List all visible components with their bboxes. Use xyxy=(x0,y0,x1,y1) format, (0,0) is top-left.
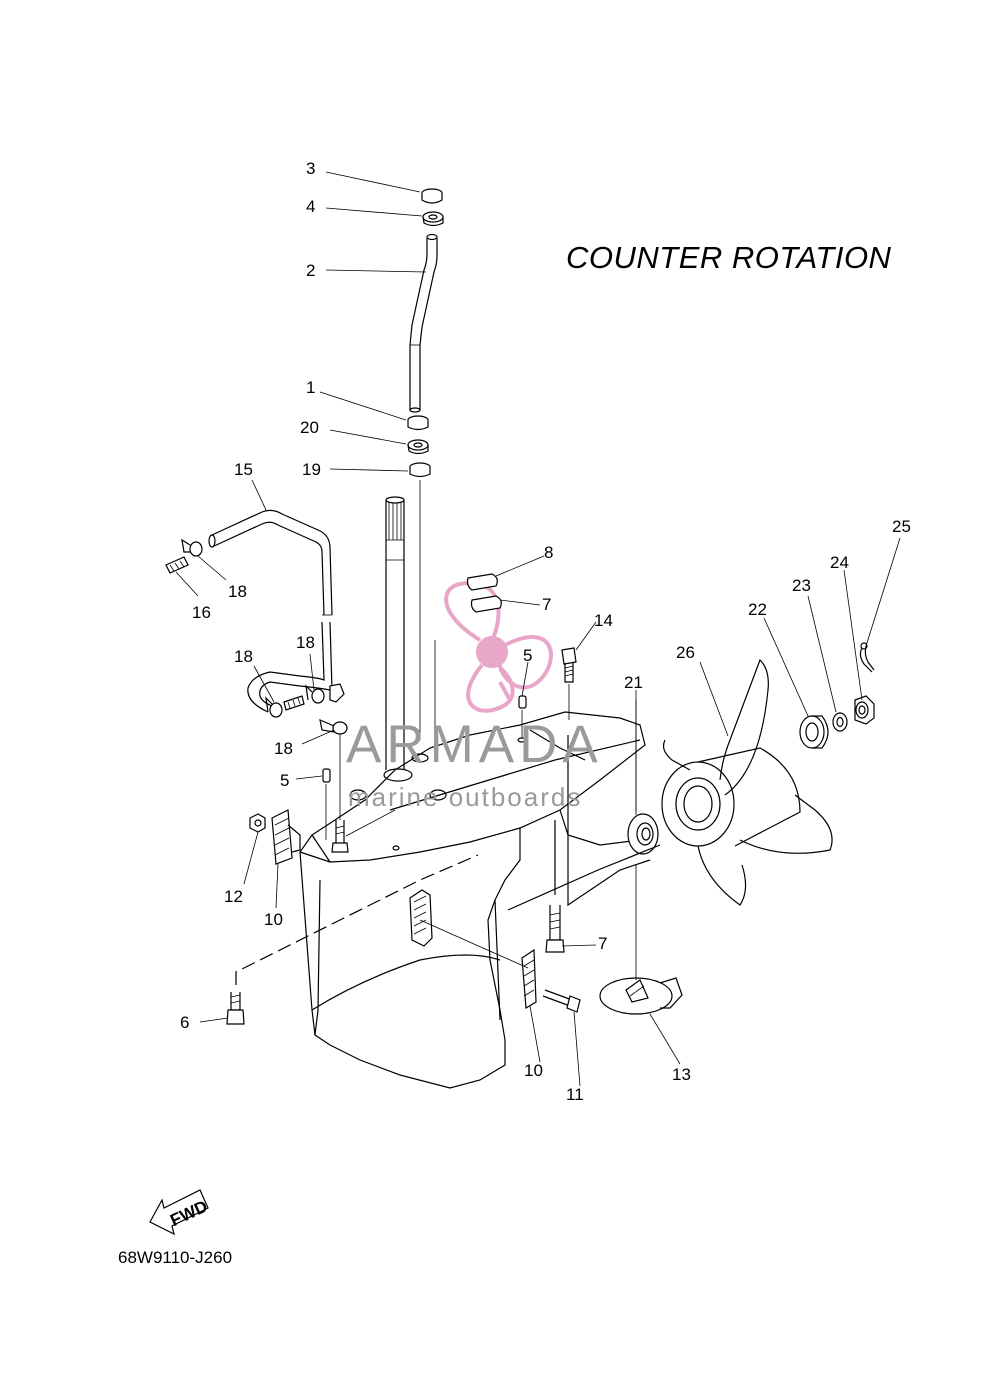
part-10-clip xyxy=(521,948,537,1010)
callout-12: 11 xyxy=(566,1085,584,1104)
callout-5-upper: 5 xyxy=(523,646,532,665)
callout-7: 7 xyxy=(598,934,607,953)
fwd-arrow-icon: FWD xyxy=(149,1189,210,1236)
callout-2: 2 xyxy=(306,261,315,280)
callout-1: 1 xyxy=(306,378,315,397)
callout-8: 7 xyxy=(542,595,551,614)
lower-casing xyxy=(299,711,646,1089)
part-24-nut xyxy=(854,695,875,725)
callout-19: 19 xyxy=(302,460,321,479)
callout-21: 21 xyxy=(624,673,643,692)
part-23-washer xyxy=(832,712,848,732)
part-13-nut xyxy=(249,813,266,833)
callout-5-lower: 5 xyxy=(280,771,289,790)
part-1-grommet xyxy=(407,415,429,431)
callout-15: 14 xyxy=(594,611,613,630)
callout-labels: 3 4 2 1 20 19 15 18 16 18 18 18 5 8 7 5 … xyxy=(180,159,911,1104)
part-2-water-pipe xyxy=(409,233,438,413)
flange-bolt xyxy=(331,820,349,853)
callout-20: 20 xyxy=(300,418,319,437)
callout-4: 4 xyxy=(306,197,315,216)
part-4-seal xyxy=(422,211,444,227)
callout-14: 13 xyxy=(672,1065,691,1084)
part-16-hose xyxy=(208,509,333,713)
callout-17: 16 xyxy=(192,603,211,622)
part-5-dowel-lower xyxy=(322,768,331,840)
part-18-clamp-c xyxy=(305,684,325,704)
part-9-shim xyxy=(466,573,498,591)
watermark-tagline: marine outboards xyxy=(348,782,583,812)
diagram-code: 68W9110-J260 xyxy=(118,1248,233,1267)
part-11-clip xyxy=(271,809,301,865)
watermark-brand: ARMADA xyxy=(346,715,603,774)
callout-11: 10 xyxy=(264,910,283,929)
part-18-clamp-b xyxy=(265,696,283,718)
part-25-cotter-pin xyxy=(859,642,875,673)
callout-22: 22 xyxy=(748,600,767,619)
part-22-spacer xyxy=(799,715,829,749)
part-21-thrust-washer xyxy=(627,813,659,855)
callout-18-a: 18 xyxy=(228,582,247,601)
part-5-dowel-upper xyxy=(518,695,527,738)
part-8-shim xyxy=(470,595,502,613)
callout-24: 24 xyxy=(830,553,849,572)
callout-26: 26 xyxy=(676,643,695,662)
callout-18-b: 18 xyxy=(234,647,253,666)
gearcase-nose xyxy=(559,809,641,846)
part-12-screw xyxy=(542,989,581,1013)
watermark-logo xyxy=(444,581,553,713)
callout-23: 23 xyxy=(792,576,811,595)
part-15-bolt xyxy=(561,647,577,720)
callout-18-d: 18 xyxy=(274,739,293,758)
callout-10: 10 xyxy=(524,1061,543,1080)
callout-16: 15 xyxy=(234,460,253,479)
part-19-grommet xyxy=(409,462,431,478)
part-7-bolt xyxy=(545,905,565,953)
part-3-grommet xyxy=(421,188,443,204)
part-17-fitting xyxy=(165,556,189,574)
part-20-seal xyxy=(407,439,429,455)
callout-25: 25 xyxy=(892,517,911,536)
drive-shaft xyxy=(385,496,405,770)
hose-fitting-lower xyxy=(283,695,305,711)
callout-3: 3 xyxy=(306,159,315,178)
part-18-clamp-a xyxy=(181,538,203,557)
callout-6: 6 xyxy=(180,1013,189,1032)
callout-9: 8 xyxy=(544,543,553,562)
guide-lines xyxy=(235,700,661,985)
part-18-clamp-d xyxy=(319,718,348,820)
callout-13: 12 xyxy=(224,887,243,906)
callout-18-c: 18 xyxy=(296,633,315,652)
elbow-fitting xyxy=(329,683,345,703)
diagram-title: COUNTER ROTATION xyxy=(566,240,892,275)
part-6-bolt xyxy=(226,992,245,1025)
part-14-trim-tab xyxy=(599,977,683,1015)
part-26-propeller xyxy=(661,658,833,906)
leader-lines xyxy=(175,171,901,1087)
